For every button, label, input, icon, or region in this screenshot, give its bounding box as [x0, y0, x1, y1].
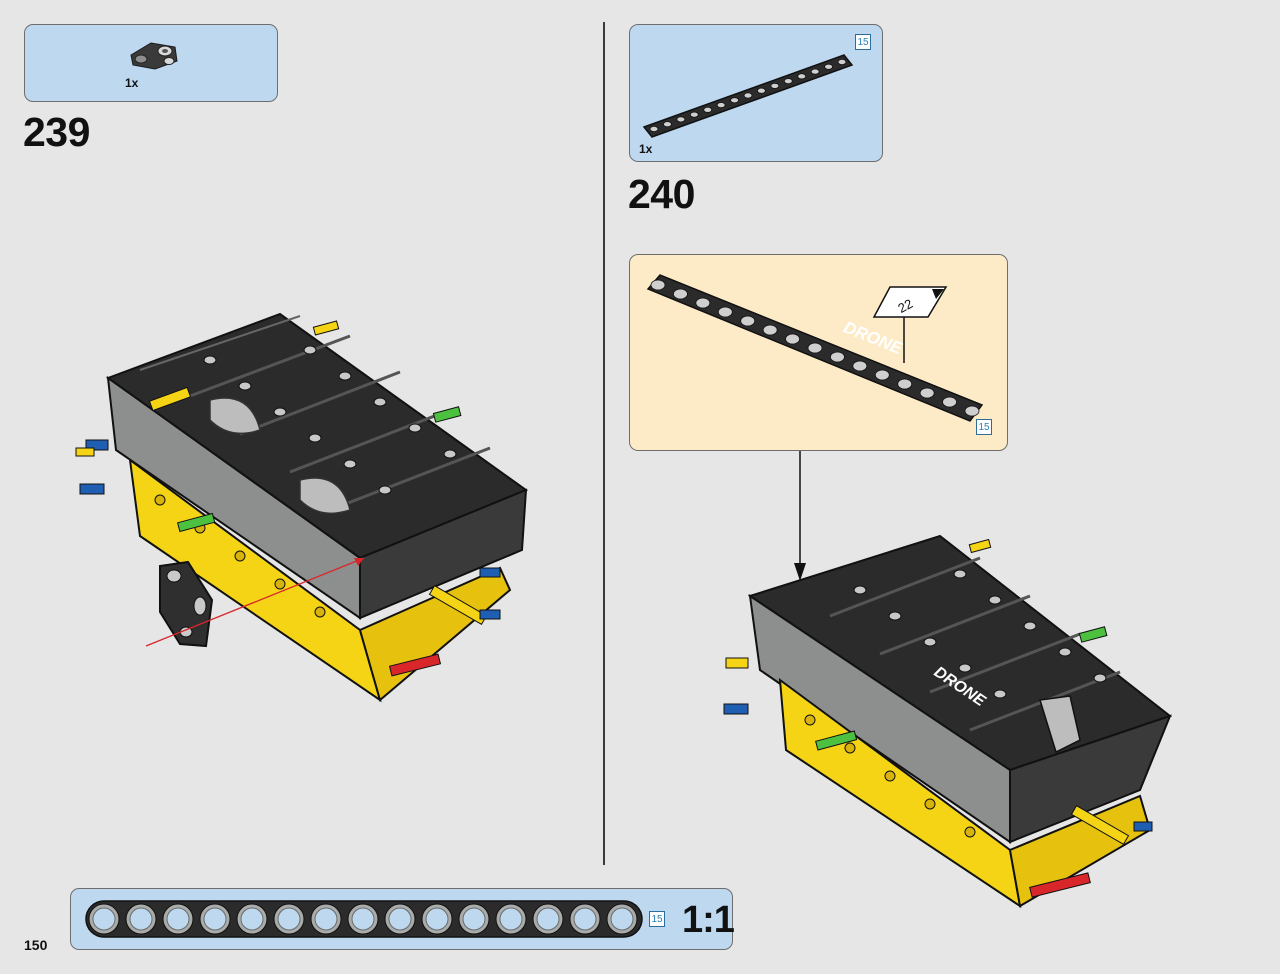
scale-beam-hole-inner [462, 907, 486, 931]
scale-bar: 15 1:1 [70, 888, 735, 950]
beam-hole [717, 306, 733, 318]
beam-hole [810, 68, 820, 75]
beam-hole [897, 378, 913, 390]
beam-hole [730, 97, 739, 104]
callout-arrow [794, 451, 806, 581]
beam-hole [650, 279, 666, 291]
beam-hole [770, 82, 780, 89]
scale-beam-hole-inner [425, 907, 449, 931]
page-number: 150 [24, 937, 48, 953]
beam-hole [649, 126, 659, 133]
sticker-number: 22 [895, 296, 915, 316]
beam-hole [740, 315, 756, 327]
beam-hole [942, 396, 957, 408]
scale-beam-hole-inner [203, 907, 227, 931]
scale-beam-hole-inner [536, 907, 560, 931]
scale-beam-hole-inner [351, 907, 375, 931]
scale-beam-hole-inner [573, 907, 597, 931]
step-239-assembly-illustration [75, 312, 529, 703]
callout-beam-length-badge: 15 [976, 419, 992, 435]
step-divider [603, 22, 605, 865]
beam-hole [837, 58, 847, 65]
step-239-parts-list: 1x [24, 24, 278, 102]
step-240-assembly-illustration: DRONE [723, 534, 1173, 909]
step-239-number: 239 [23, 109, 90, 155]
beam-hole [703, 106, 713, 113]
step-239-part-quantity: 1x [125, 76, 139, 90]
scale-beam-length-badge: 15 [649, 911, 665, 927]
beam-hole [807, 342, 823, 354]
beam-hole [964, 405, 980, 417]
beam-hole [830, 351, 845, 363]
scale-beam-hole-inner [314, 907, 338, 931]
technic-beam-15-icon [642, 54, 854, 138]
beam-hole [689, 111, 699, 118]
scale-beam-hole-inner [166, 907, 190, 931]
beam-hole [676, 116, 686, 123]
beam-hole [743, 92, 753, 99]
beam-hole [824, 63, 833, 70]
scale-beam-hole-inner [240, 907, 264, 931]
step-240-part-quantity: 1x [639, 142, 653, 156]
beam-hole [673, 288, 688, 300]
step-240-parts-list: 15 1x [629, 24, 883, 162]
scale-beam-hole-inner [129, 907, 153, 931]
beam-hole [797, 73, 807, 80]
scale-beam-hole-inner [92, 907, 116, 931]
beam-hole [783, 78, 793, 85]
beam-hole [874, 369, 890, 381]
step-240-part-length-badge: 15 [855, 34, 871, 50]
scale-beam-15 [85, 900, 643, 938]
beam-hole [757, 87, 766, 94]
connector-block-icon [130, 42, 178, 70]
beam-hole [762, 324, 778, 336]
beam-hole [919, 387, 935, 399]
step-240-number: 240 [628, 171, 695, 217]
scale-beam-hole-inner [277, 907, 301, 931]
beam-hole [663, 121, 672, 128]
scale-beam-hole-inner [499, 907, 523, 931]
sticker-callout: DRONE 22 15 [629, 254, 1008, 451]
beam-hole [785, 333, 800, 345]
scale-ratio-label: 1:1 [682, 899, 735, 941]
beam-hole [852, 360, 868, 372]
drone-sticker-beam-illustration: DRONE [646, 274, 984, 422]
sticker-sheet-icon: 22 [872, 286, 948, 318]
beam-hole [716, 102, 726, 109]
scale-beam-hole-inner [610, 907, 634, 931]
beam-hole [695, 297, 711, 309]
scale-beam-hole-inner [388, 907, 412, 931]
